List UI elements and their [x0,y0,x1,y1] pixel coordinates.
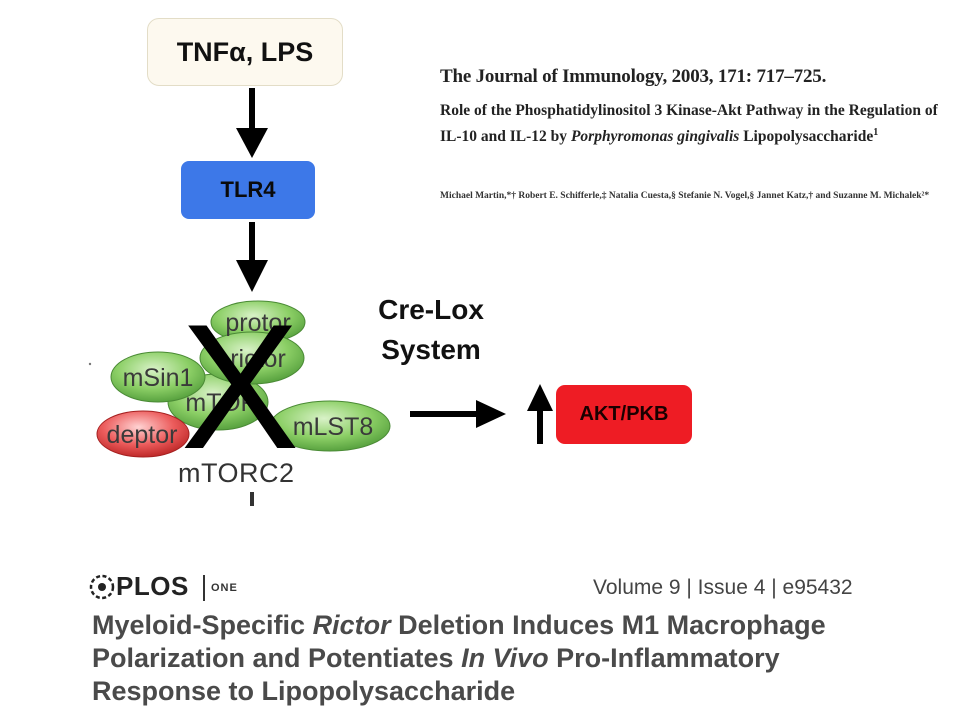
plos-article-title: Myeloid-Specific Rictor Deletion Induces… [92,609,952,708]
complex-rictor [199,331,305,385]
cre-lox-line2: System [381,334,481,365]
mtor-label: mTOR [185,389,258,417]
mlst8-label: mLST8 [293,413,374,441]
plos-logo-text: PLOS [116,571,189,601]
complex-deptor [96,410,190,458]
stimulus-label: TNFα, LPS [176,36,314,67]
journal-title-part1: Role of the Phosphatidylinositol 3 Kinas… [440,102,938,146]
stray-dot [88,362,92,366]
plos-title-l2b: Pro-Inflammatory [548,643,780,673]
plos-title-line2: Polarization and Potentiates In Vivo Pro… [92,642,952,675]
knockout-x-mark: X [181,287,300,486]
protor-label: protor [225,309,290,337]
plos-title-l2a: Polarization and Potentiates [92,643,462,673]
journal-title-italic: Porphyromonas gingivalis [570,128,740,146]
arrow-receptor-to-complex [236,222,268,292]
plos-title-line3: Response to Lipopolysaccharide [92,676,516,706]
plos-volume-info: Volume 9 | Issue 4 | e95432 [593,576,853,599]
plos-title-l1b: Deletion Induces M1 Macrophage [390,610,826,640]
plos-title-line1: Myeloid-Specific Rictor Deletion Induces… [92,609,952,642]
plos-title-l1a: Myeloid-Specific [92,610,313,640]
journal-title-sup: 1 [873,127,879,138]
complex-msin1 [110,351,206,403]
cre-lox-label: Cre-Lox System [346,290,516,370]
plos-title-l1-italic: Rictor [312,610,391,640]
plos-title-l2-italic: In Vivo [461,643,549,673]
receptor-label: TLR4 [220,177,276,202]
plos-logo-icon [89,574,115,600]
akt-label: AKT/PKB [579,403,669,425]
mtorc2-label: mTORC2 [178,458,295,488]
cre-lox-line1: Cre-Lox [378,294,484,325]
arrow-complex-to-akt [410,400,506,428]
receptor-box: TLR4 [181,161,315,219]
akt-box: AKT/PKB [556,385,692,444]
complex-mlst8 [269,400,391,452]
plos-divider [203,575,205,601]
journal-article-title: Role of the Phosphatidylinositol 3 Kinas… [440,100,960,148]
journal-citation: The Journal of Immunology, 2003, 171: 71… [440,66,827,87]
deptor-label: deptor [107,421,178,449]
mtorc2-complex: protor rictor mSin1 mTOR mLST8 deptor [96,300,391,458]
stimulus-box: TNFα, LPS [147,18,343,86]
msin1-label: mSin1 [123,364,194,392]
journal-title-part2: Lipopolysaccharide [739,128,874,146]
plos-one-label: ONE [211,582,238,594]
up-arrow-icon [527,384,553,444]
rictor-label: rictor [230,345,286,373]
journal-authors: Michael Martin,*† Robert E. Schifferle,‡… [440,191,930,201]
arrow-stimulus-to-receptor [236,88,268,158]
